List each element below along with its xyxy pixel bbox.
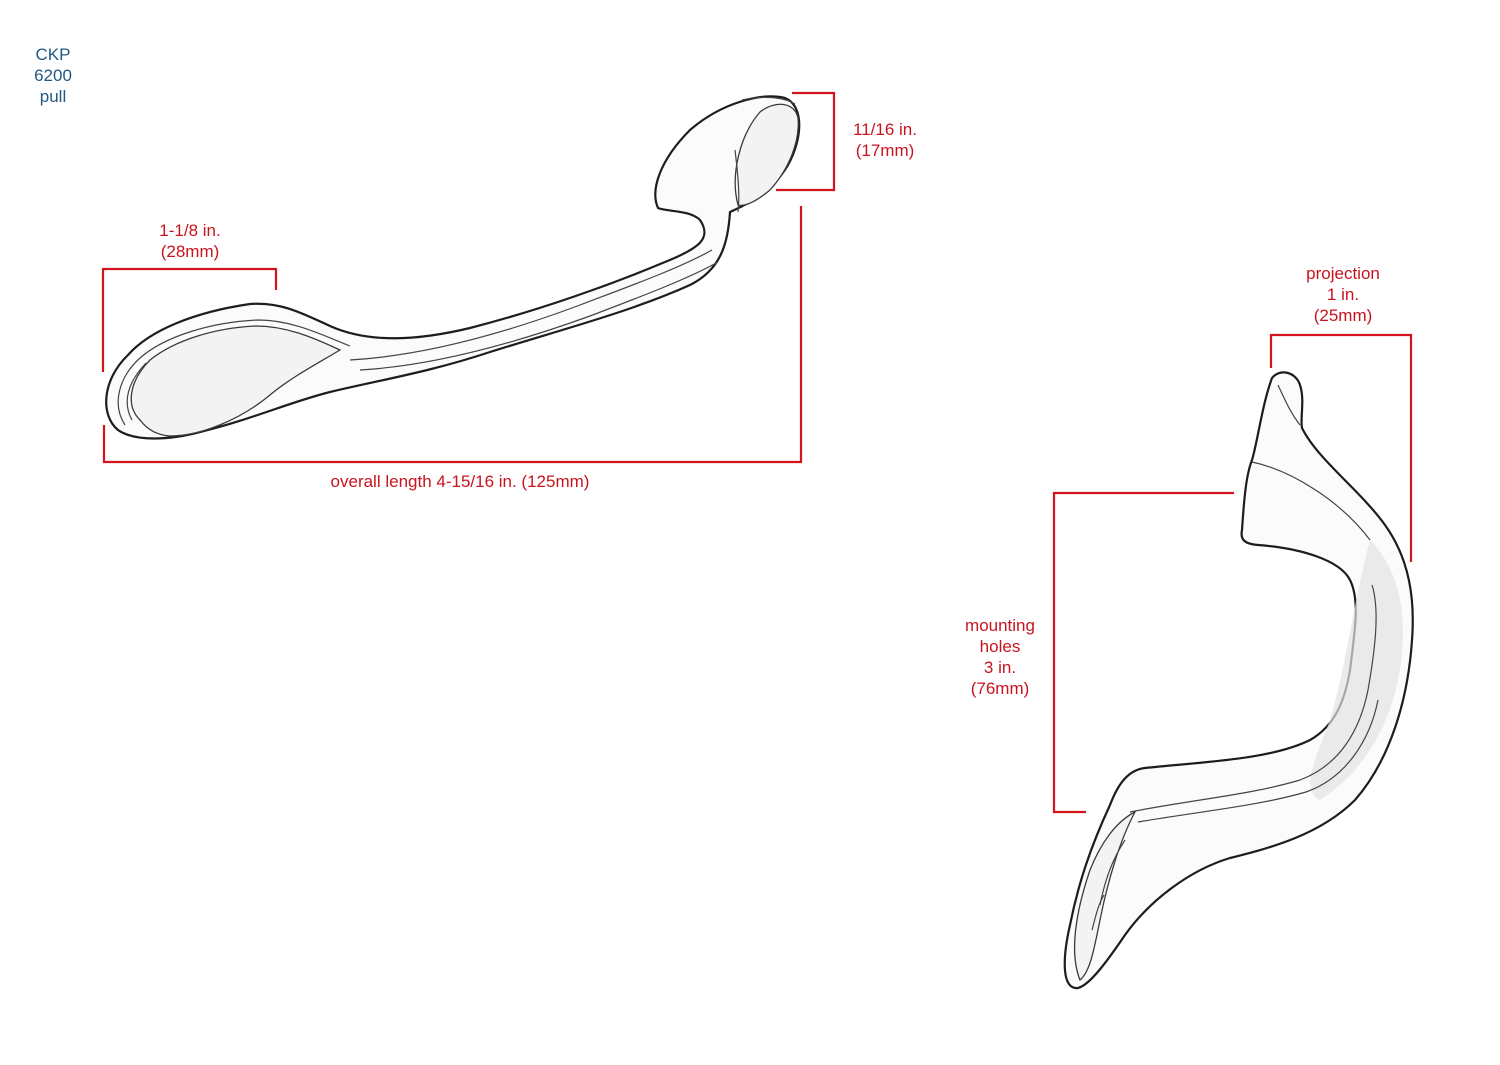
overall-length-text: overall length 4-15/16 in. (125mm) — [330, 472, 590, 491]
holes-title-2: holes — [979, 637, 1021, 656]
projection-imperial: 1 in. — [1326, 285, 1360, 304]
width-metric: (28mm) — [160, 242, 220, 261]
holes-bracket — [1052, 491, 1234, 814]
holes-title-1: mounting — [965, 616, 1035, 635]
pull-top-view — [105, 95, 801, 440]
width-dimension-label: 1-1/8 in. (28mm) — [140, 220, 240, 262]
projection-dimension-label: projection 1 in. (25mm) — [1283, 263, 1403, 326]
holes-metric: (76mm) — [970, 679, 1030, 698]
pull-top-end-right — [734, 103, 799, 206]
length-bracket — [102, 206, 803, 464]
pull-side-shading — [1310, 540, 1403, 800]
model-label: CKP 6200 pull — [18, 44, 88, 107]
width-bracket — [101, 267, 278, 372]
height-imperial: 11/16 in. — [853, 120, 917, 139]
pull-side-body — [1063, 371, 1414, 990]
pull-top-end-left — [130, 325, 342, 437]
model-line: 6200 — [34, 66, 72, 85]
pull-side-inner-edge — [1129, 584, 1377, 813]
model-line: CKP — [35, 45, 71, 64]
overall-length-label: overall length 4-15/16 in. (125mm) — [280, 471, 640, 492]
height-dimension-label: 11/16 in. (17mm) — [835, 119, 935, 161]
projection-metric: (25mm) — [1313, 306, 1373, 325]
holes-imperial: 3 in. — [983, 658, 1017, 677]
projection-bracket — [1269, 333, 1413, 562]
dimension-brackets — [101, 91, 1413, 814]
pull-side-view — [1063, 371, 1414, 990]
projection-title: projection — [1306, 264, 1380, 283]
pull-top-rim — [117, 319, 351, 426]
height-metric: (17mm) — [855, 141, 915, 160]
mounting-holes-label: mounting holes 3 in. (76mm) — [945, 615, 1055, 699]
model-line: pull — [39, 87, 67, 106]
height-bracket — [776, 91, 836, 192]
pull-side-end-bottom — [1074, 810, 1137, 982]
width-imperial: 1-1/8 in. — [159, 221, 221, 240]
